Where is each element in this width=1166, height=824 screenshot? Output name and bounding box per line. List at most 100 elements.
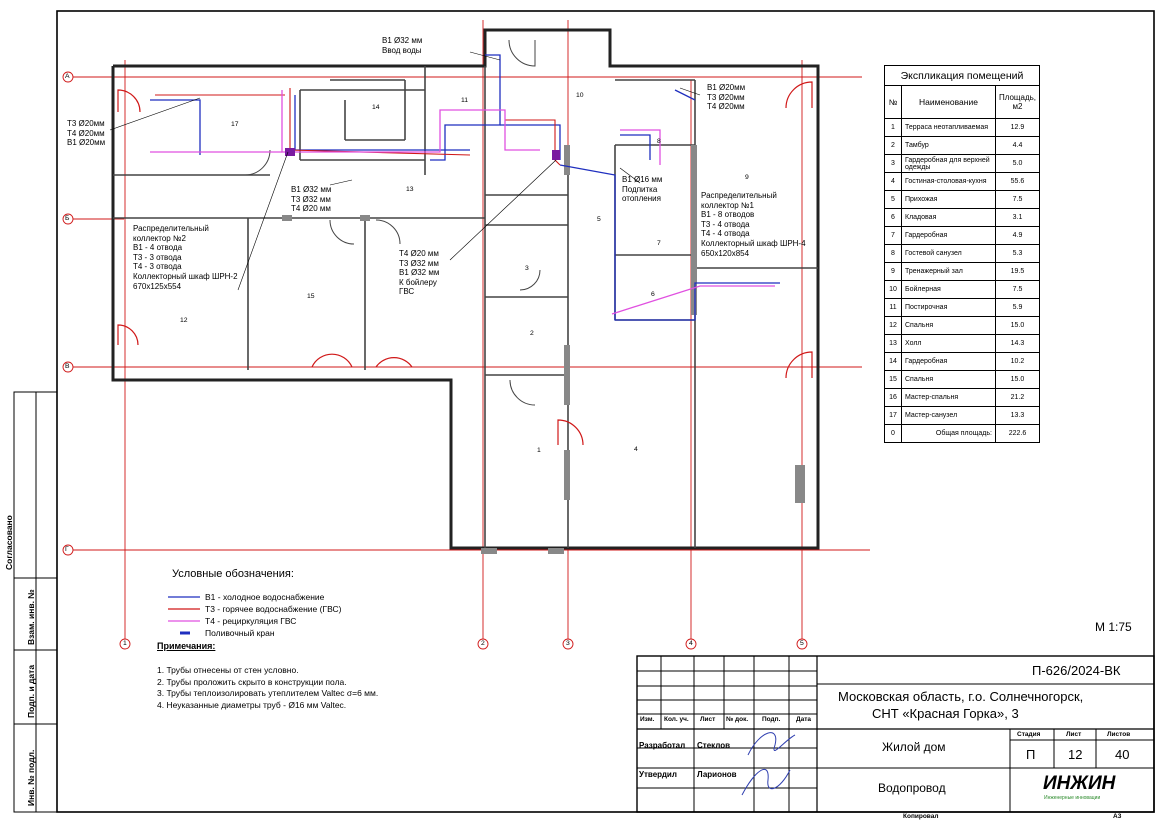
room-tag: 2 (530, 330, 534, 337)
room-tag: 6 (651, 291, 655, 298)
notes-title: Примечания: (157, 641, 216, 651)
explication-cell-name: Мастер-спальня (901, 388, 996, 407)
explication-cell-num: 6 (884, 208, 902, 227)
explication-cell-area: 7.5 (994, 280, 1041, 299)
stamp-utv-name: Ларионов (697, 770, 737, 779)
explication-cell-area: 5.9 (994, 298, 1041, 317)
axis-label-3: 3 (566, 640, 570, 647)
explication-cell-area: 13.3 (994, 406, 1041, 425)
stamp-object: Жилой дом (882, 740, 946, 754)
note-item: 2. Трубы проложить скрыто в конструкции … (157, 676, 347, 687)
axis-label-4: 4 (689, 640, 693, 647)
stamp-razrab-label: Разработал (639, 741, 686, 750)
explication-cell-num: 11 (884, 298, 902, 317)
stamp-col-doc: № док. (726, 716, 749, 723)
explication-cell-name: Тренажерный зал (901, 262, 996, 281)
note-item: 1. Трубы отнесены от стен условно. (157, 665, 299, 675)
explication-cell-name: Холл (901, 334, 996, 353)
stamp-col-podp: Подп. (762, 716, 781, 723)
room-tag: 9 (745, 174, 749, 181)
stamp-list-label: Лист (1066, 731, 1082, 738)
stamp-sheet-title: Водопровод (878, 781, 946, 795)
explication-total-area: 222.6 (994, 424, 1041, 443)
explication-cell-area: 10.2 (994, 352, 1041, 371)
stamp-razrab-name: Стеклов (697, 741, 731, 750)
explication-cell-area: 14.3 (994, 334, 1041, 353)
explication-cell-area: 15.0 (994, 316, 1041, 335)
legend-item-t4: Т4 - рециркуляция ГВС (205, 616, 297, 626)
explication-cell-name: Терраса неотапливаемая (901, 118, 996, 137)
axis-label-2: 2 (481, 640, 485, 647)
stamp-lists-label: Листов (1107, 731, 1131, 738)
stamp-col-list: Лист (700, 716, 716, 723)
legend-item-garden-tap: Поливочный кран (205, 628, 275, 638)
explication-cell-area: 55.6 (994, 172, 1041, 191)
axis-label-5: 5 (800, 640, 804, 647)
explication-head-area: Площадь, м2 (994, 85, 1041, 119)
side-vzam: Взам. инв. № (26, 589, 36, 645)
stamp-copied: Копировал (903, 813, 939, 820)
stamp-code: П-626/2024-ВК (1032, 663, 1121, 678)
explication-cell-area: 3.1 (994, 208, 1041, 227)
explication-cell-num: 12 (884, 316, 902, 335)
explication-cell-num: 4 (884, 172, 902, 191)
axis-label-g: Г (65, 546, 69, 553)
stamp-sheets: 40 (1115, 747, 1130, 762)
axis-label-v: В (65, 363, 70, 370)
side-inv: Инв. № подл. (26, 749, 36, 806)
stamp-address-2: СНТ «Красная Горка», 3 (872, 706, 1019, 721)
room-tag: 14 (372, 104, 380, 111)
legend-title: Условные обозначения: (172, 568, 294, 580)
stamp-format: А3 (1113, 813, 1122, 820)
stamp-col-kol: Кол. уч. (664, 716, 689, 723)
explication-cell-name: Постирочная (901, 298, 996, 317)
axis-label-b: Б (65, 215, 70, 222)
stamp-col-date: Дата (796, 716, 812, 723)
explication-cell-num: 5 (884, 190, 902, 209)
explication-cell-num: 1 (884, 118, 902, 137)
explication-cell-name: Гардеробная (901, 226, 996, 245)
explication-cell-area: 21.2 (994, 388, 1041, 407)
room-tag: 15 (307, 293, 315, 300)
legend-item-t3: Т3 - горячее водоснабжение (ГВС) (205, 604, 342, 614)
explication-cell-name: Спальня (901, 370, 996, 389)
explication-cell-num: 13 (884, 334, 902, 353)
room-tag: 5 (597, 216, 601, 223)
explication-cell-name: Спальня (901, 316, 996, 335)
explication-cell-name: Бойлерная (901, 280, 996, 299)
explication-cell-area: 5.0 (994, 154, 1041, 173)
room-tag: 17 (231, 121, 239, 128)
explication-cell-name: Кладовая (901, 208, 996, 227)
legend-item-b1: В1 - холодное водоснабжение (205, 592, 325, 602)
room-tag: 7 (657, 240, 661, 247)
explication-cell-area: 12.9 (994, 118, 1041, 137)
axis-label-a: А (65, 73, 70, 80)
stamp-utv-label: Утвердил (639, 770, 677, 779)
explication-cell-area: 7.5 (994, 190, 1041, 209)
explication-cell-area: 4.9 (994, 226, 1041, 245)
explication-total-num: 0 (884, 424, 902, 443)
company-logo-sub: Инженерные инновации (1044, 795, 1101, 801)
room-tag: 12 (180, 317, 188, 324)
explication-cell-num: 17 (884, 406, 902, 425)
